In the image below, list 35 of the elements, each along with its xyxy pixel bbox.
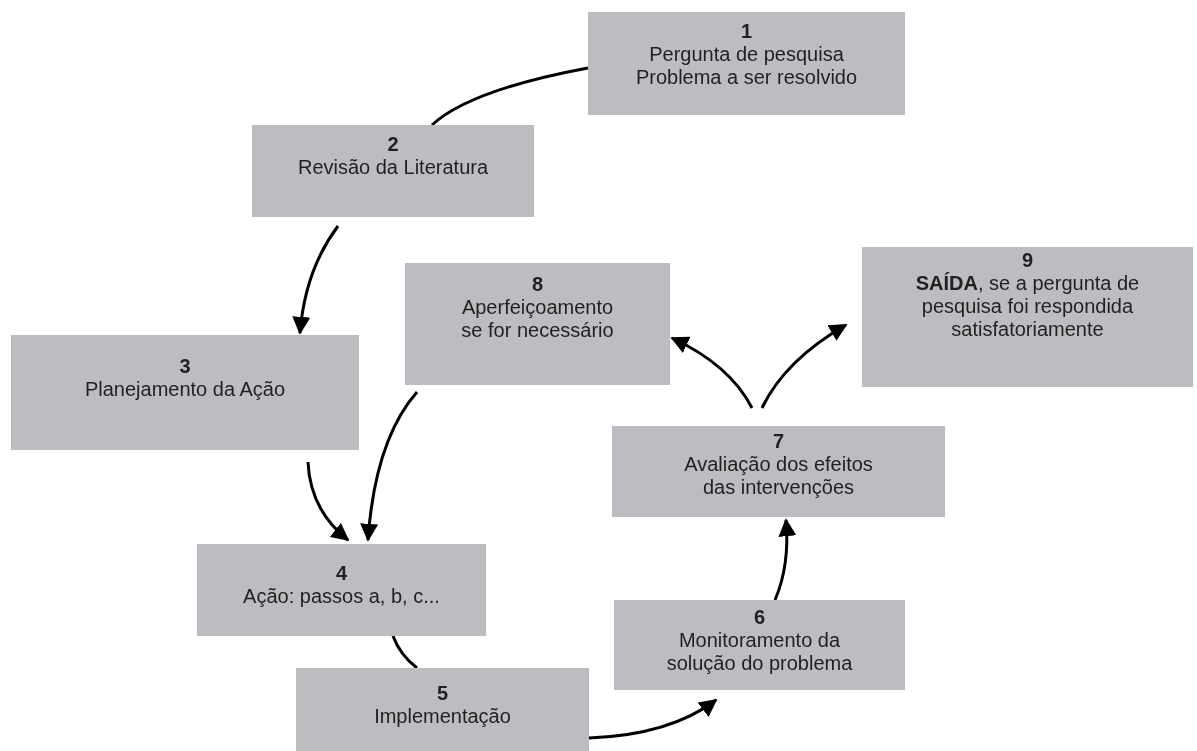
step-box <box>11 335 359 450</box>
step-box <box>252 125 534 217</box>
step-box <box>588 12 905 115</box>
step-box <box>405 263 670 385</box>
step-number: 1 <box>740 20 753 43</box>
step-number: 7 <box>772 430 785 453</box>
step-label: Monitoramento da solução do problema <box>665 629 854 675</box>
curved-arrow <box>760 323 848 409</box>
step-label: Implementação <box>374 705 511 728</box>
curved-arrow <box>773 518 797 601</box>
step-label: Planejamento da Ação <box>84 378 286 401</box>
step-label: Revisão da Literatura <box>297 156 489 179</box>
step-label: Ação: passos a, b, c... <box>243 585 440 608</box>
step-number: 5 <box>436 682 449 705</box>
curved-arrow <box>670 336 754 409</box>
step-number: 9 <box>1021 249 1034 272</box>
step-box <box>862 247 1193 387</box>
step-label: Problema a ser resolvido <box>635 66 858 89</box>
step-number: 2 <box>387 133 399 156</box>
step-label: SAÍDA, se a pergunta de pesquisa foi respondida satisfatoriamente <box>914 272 1141 341</box>
step-box <box>614 600 905 690</box>
curved-arrow <box>360 391 419 542</box>
step-box <box>612 426 945 517</box>
step-label: Avaliação dos efeitos das intervenções <box>683 453 874 499</box>
step-number: 4 <box>335 562 348 585</box>
step-label: Aperfeiçoamento se for necessário <box>460 296 615 342</box>
step-number: 6 <box>753 606 766 629</box>
step-box <box>197 544 486 636</box>
step-box <box>296 668 589 751</box>
step-number: 8 <box>531 273 544 296</box>
curved-arrow <box>292 225 340 335</box>
step-number: 3 <box>179 355 191 378</box>
curved-arrow <box>306 461 350 542</box>
curved-arrow <box>588 698 718 740</box>
step-label: Pergunta de pesquisa <box>649 43 844 66</box>
